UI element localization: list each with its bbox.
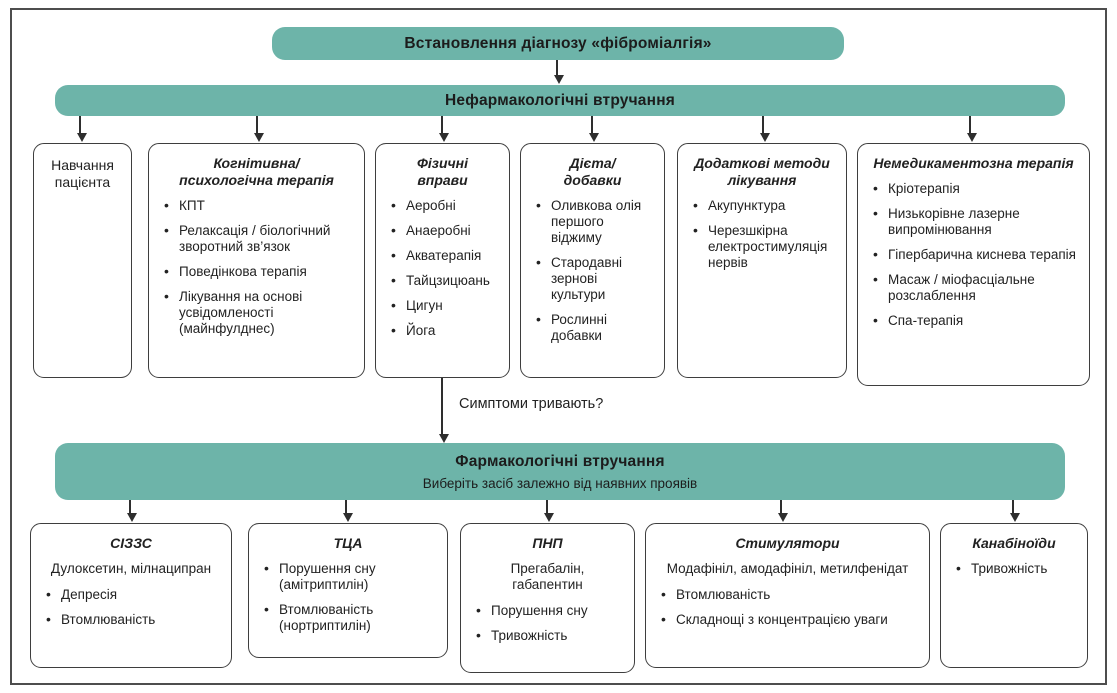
bullet-item: Кріотерапія (873, 180, 1080, 197)
box-title: ТЦА (333, 535, 363, 551)
box-cannabinoids: Канабіноїди Тривожність (940, 523, 1088, 668)
box-title: Когнітивна/ психологічна терапія (179, 155, 334, 189)
bullet-item: Втомлюваність (нортриптилін) (264, 601, 438, 634)
bullet-item: Спа-терапія (873, 312, 1080, 329)
box-nondrug-therapy: Немедикаментозна терапія Кріотерапія Низ… (857, 143, 1090, 386)
bullet-item: Черезшкірна електростимуляція нервів (693, 222, 837, 271)
arrow-down-icon (544, 500, 554, 522)
bullet-item: Складнощі з концентрацією уваги (661, 611, 920, 628)
bullet-item: Йога (391, 322, 500, 339)
pharma-bar: Фармакологічні втручання Виберіть засіб … (55, 443, 1065, 500)
bullet-item: Анаеробні (391, 222, 500, 239)
arrow-down-icon (554, 60, 564, 84)
bullet-list: Порушення сну (амітриптилін) Втомлюваніс… (258, 560, 438, 634)
box-title: Канабіноїди (972, 535, 1056, 551)
bullet-item: Акватерапія (391, 247, 500, 264)
bullet-item: Аеробні (391, 197, 500, 214)
bullet-list: Оливкова олія першого віджиму Стародавні… (530, 197, 655, 344)
bullet-item: Втомлюваність (661, 586, 920, 603)
drug-names: Модафініл, амодафініл, метилфенідат (666, 561, 909, 577)
bullet-item: Порушення сну (476, 602, 625, 619)
box-title: Дієта/ добавки (563, 155, 622, 189)
nonpharma-bar: Нефармакологічні втручання (55, 85, 1065, 116)
box-title: ПНП (532, 535, 563, 551)
bullet-item: КПТ (164, 197, 355, 214)
bullet-item: Акупунктура (693, 197, 837, 214)
arrow-down-icon (77, 116, 87, 142)
bullet-item: Цигун (391, 297, 500, 314)
bullet-item: Поведінкова терапія (164, 263, 355, 280)
bullet-item: Оливкова олія першого віджиму (536, 197, 655, 246)
box-title: СІЗЗС (110, 535, 152, 551)
bullet-list: Акупунктура Черезшкірна електростимуляці… (687, 197, 837, 271)
box-title: Фізичні вправи (416, 155, 469, 189)
diagnosis-label: Встановлення діагнозу «фіброміалгія» (404, 34, 712, 52)
bullet-item: Втомлюваність (46, 611, 222, 628)
bullet-item: Тривожність (476, 627, 625, 644)
box-tca: ТЦА Порушення сну (амітриптилін) Втомлюв… (248, 523, 448, 658)
box-patient-education: Навчання пацієнта (33, 143, 132, 378)
arrow-down-icon (439, 116, 449, 142)
box-stimulants: Стимулятори Модафініл, амодафініл, метил… (645, 523, 930, 668)
arrow-down-icon (778, 500, 788, 522)
bullet-item: Тривожність (956, 560, 1078, 577)
bullet-item: Порушення сну (амітриптилін) (264, 560, 438, 593)
box-snri: СІЗЗС Дулоксетин, мілнаципран Депресія В… (30, 523, 232, 668)
box-diet-supplements: Дієта/ добавки Оливкова олія першого від… (520, 143, 665, 378)
bullet-list: Кріотерапія Низькорівне лазерне випромін… (867, 180, 1080, 329)
box-physical-exercise: Фізичні вправи Аеробні Анаеробні Акватер… (375, 143, 510, 378)
arrow-down-icon (589, 116, 599, 142)
bullet-list: Порушення сну Тривожність (470, 602, 625, 644)
arrow-down-icon (1010, 500, 1020, 522)
box-cognitive-therapy: Когнітивна/ психологічна терапія КПТ Рел… (148, 143, 365, 378)
bullet-item: Тайцзицюань (391, 272, 500, 289)
bullet-item: Депресія (46, 586, 222, 603)
bullet-list: Аеробні Анаеробні Акватерапія Тайцзицюан… (385, 197, 500, 339)
arrow-down-icon (760, 116, 770, 142)
diagnosis-box: Встановлення діагнозу «фіброміалгія» (272, 27, 844, 60)
bullet-list: КПТ Релаксація / біологічний зворотний з… (158, 197, 355, 337)
box-title: Немедикаментозна терапія (873, 155, 1074, 171)
arrow-down-icon (967, 116, 977, 142)
bullet-item: Релаксація / біологічний зворотний зв’яз… (164, 222, 355, 255)
drug-names: Дулоксетин, мілнаципран (50, 561, 212, 577)
bullet-item: Стародавні зернові культури (536, 254, 655, 303)
bullet-list: Депресія Втомлюваність (40, 586, 222, 628)
drug-names: Прегабалін, габапентин (510, 561, 585, 593)
bullet-item: Масаж / міофасціальне розслаблення (873, 271, 1080, 304)
pharma-bar-subtitle: Виберіть засіб залежно від наявних прояв… (422, 475, 698, 491)
bullet-item: Лікування на основі усвідомленості (майн… (164, 288, 355, 337)
bullet-list: Втомлюваність Складнощі з концентрацією … (655, 586, 920, 628)
nonpharma-bar-label: Нефармакологічні втручання (444, 91, 675, 109)
box-title: Стимулятори (735, 535, 840, 551)
box-pnp: ПНП Прегабалін, габапентин Порушення сну… (460, 523, 635, 673)
box-title: Додаткові методи лікування (694, 155, 830, 189)
bullet-item: Гіпербарична киснева терапія (873, 246, 1080, 263)
bullet-item: Низькорівне лазерне випромінювання (873, 205, 1080, 238)
box-title: Навчання пацієнта (51, 157, 114, 191)
symptoms-persist-label: Симптоми тривають? (459, 396, 604, 412)
arrow-down-icon (127, 500, 137, 522)
pharma-bar-title: Фармакологічні втручання (455, 452, 665, 470)
arrow-down-icon (254, 116, 264, 142)
box-additional-methods: Додаткові методи лікування Акупунктура Ч… (677, 143, 847, 378)
arrow-down-icon (343, 500, 353, 522)
arrow-down-icon (439, 378, 449, 443)
bullet-list: Тривожність (950, 560, 1078, 577)
bullet-item: Рослинні добавки (536, 311, 655, 344)
